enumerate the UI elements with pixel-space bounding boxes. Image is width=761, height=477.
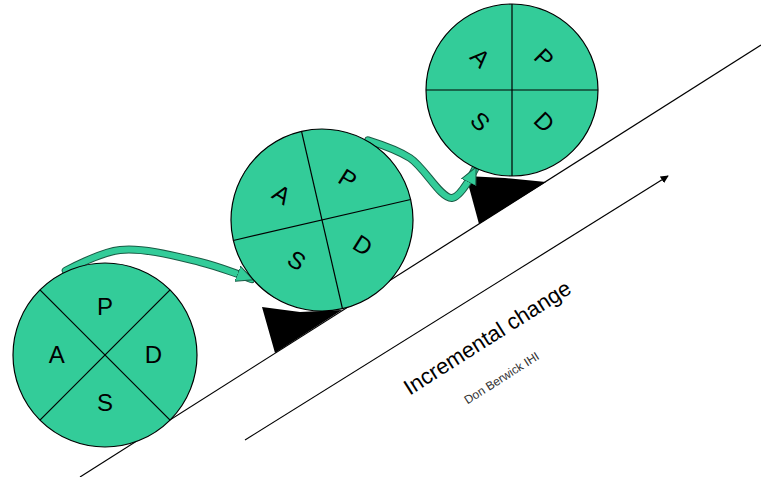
circle-outline	[12, 262, 198, 448]
pdsa-letter: S	[97, 391, 113, 415]
circle-fill	[390, 0, 633, 212]
circle-fill	[197, 95, 448, 346]
quadrant-divider	[40, 290, 170, 420]
pdsa-circle: PDSA	[389, 0, 635, 213]
quadrant-divider	[233, 131, 410, 308]
quadrant-divider	[426, 4, 598, 176]
pdsa-circle: P D S A	[12, 262, 198, 448]
circle-fill	[13, 263, 197, 447]
pdsa-letter: A	[49, 343, 65, 367]
pdsa-circle: PDSA	[195, 93, 449, 347]
pdsa-letter: P	[97, 295, 113, 319]
quadrant-divider	[426, 4, 598, 176]
circle-outline	[389, 0, 635, 213]
quadrant-divider	[233, 131, 410, 308]
quadrant-divider	[40, 290, 170, 420]
wedge	[262, 307, 342, 353]
pdsa-letter: D	[145, 343, 162, 367]
circle-outline	[195, 93, 449, 347]
wedge	[466, 176, 546, 224]
